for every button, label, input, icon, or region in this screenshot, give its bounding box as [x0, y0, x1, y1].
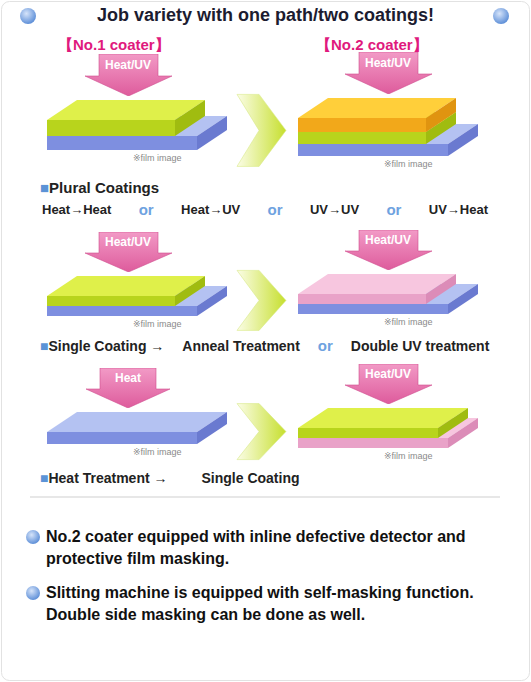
- title-dot: [493, 8, 509, 24]
- arrow-label: Heat/UV: [345, 52, 432, 74]
- heat-arrow: Heat: [86, 368, 170, 408]
- process-text: UV→Heat: [429, 200, 488, 220]
- layer-side: [175, 276, 205, 306]
- process-arrow: [237, 404, 286, 460]
- process-arrow: [237, 270, 286, 330]
- arrow-label: Heat/UV: [345, 230, 432, 251]
- film-slab: ※film image: [45, 410, 229, 458]
- heat-arrow: Heat/UV: [345, 230, 432, 270]
- arrow-label: Heat/UV: [85, 54, 172, 76]
- process-arrow: [237, 94, 286, 166]
- note-text: No.2 coater equipped with inline defecti…: [46, 526, 512, 570]
- film-layers: [296, 96, 480, 158]
- heat-arrow: Heat/UV: [85, 232, 172, 272]
- layer-front: [298, 438, 448, 448]
- layer-front: [298, 428, 438, 438]
- divider: [30, 497, 500, 498]
- film-note: ※film image: [45, 446, 229, 458]
- film-note: ※film image: [45, 152, 229, 164]
- layer-front: [47, 306, 197, 316]
- layer-side: [448, 284, 478, 314]
- title: Job variety with one path/two coatings!: [42, 5, 489, 25]
- arrow-label: Heat: [86, 368, 170, 389]
- arrow-body: [345, 364, 432, 404]
- arrow-body: [86, 368, 170, 408]
- layer-side: [197, 116, 227, 150]
- layer-front: [298, 144, 448, 156]
- process-text: Single Coating: [202, 468, 300, 488]
- heat-arrow: Heat/UV: [85, 54, 172, 96]
- film-layers: [296, 272, 480, 316]
- heat-arrow: Heat/UV: [345, 52, 432, 94]
- bullet-dot: [26, 586, 40, 600]
- film-layer: [47, 276, 205, 306]
- section-heading: ■Plural Coatings: [40, 178, 159, 198]
- film-layer: [298, 98, 456, 132]
- arrow-body: [345, 230, 432, 270]
- or-word: or: [386, 200, 401, 220]
- section-heading: ■Heat Treatment →: [40, 468, 168, 488]
- layer-side: [426, 98, 456, 132]
- arrow-body: [85, 232, 172, 272]
- film-slab: ※film image: [296, 406, 480, 462]
- film-layer: [47, 100, 205, 136]
- note-text: Slitting machine is equipped with self-m…: [46, 582, 512, 626]
- film-layer: [47, 412, 227, 444]
- bullet-group: [26, 530, 40, 600]
- film-note: ※film image: [296, 316, 480, 328]
- or-word: or: [139, 200, 154, 220]
- layer-front: [298, 294, 426, 304]
- process-text: Heat→UV: [181, 200, 240, 220]
- film-slab: ※film image: [45, 274, 229, 330]
- arrow-body: [85, 54, 172, 96]
- bullet-dot: [26, 530, 40, 544]
- layer-front: [298, 118, 426, 132]
- arrow-label: Heat/UV: [345, 364, 432, 385]
- film-layers: [45, 98, 229, 152]
- layer-front: [298, 304, 448, 314]
- heat-arrow: Heat/UV: [345, 364, 432, 404]
- film-slab: ※film image: [296, 272, 480, 328]
- layer-side: [448, 124, 478, 156]
- coater-heading: 【No.2 coater】: [316, 35, 428, 55]
- layer-side: [175, 100, 205, 136]
- coater-heading: 【No.1 coater】: [58, 35, 170, 55]
- film-note: ※film image: [296, 450, 480, 462]
- or-word: or: [318, 336, 333, 356]
- layer-side: [197, 286, 227, 316]
- layer-side: [438, 408, 468, 438]
- layer-top: [47, 412, 227, 432]
- film-layers: [45, 410, 229, 446]
- film-slab: ※film image: [296, 96, 480, 170]
- arrow-label: Heat/UV: [85, 232, 172, 253]
- layer-front: [298, 132, 426, 144]
- title-dot: [20, 8, 36, 24]
- film-layer: [298, 274, 456, 304]
- film-note: ※film image: [45, 318, 229, 330]
- or-word: or: [268, 200, 283, 220]
- layer-front: [47, 432, 197, 444]
- film-layer: [298, 408, 468, 438]
- section-heading: ■Single Coating →: [40, 336, 164, 356]
- layer-front: [47, 296, 175, 306]
- layer-side: [426, 274, 456, 304]
- film-layers: [296, 406, 480, 450]
- film-layers: [45, 274, 229, 318]
- process-text: UV→UV: [310, 200, 359, 220]
- process-text: Heat→Heat: [42, 200, 111, 220]
- film-slab: ※film image: [45, 98, 229, 164]
- film-note: ※film image: [296, 158, 480, 170]
- layer-front: [47, 136, 197, 150]
- layer-front: [47, 120, 175, 136]
- process-text: Anneal Treatment: [182, 336, 299, 356]
- arrow-body: [345, 52, 432, 94]
- process-text: Double UV treatment: [351, 336, 489, 356]
- film-layer: [47, 116, 227, 150]
- layer-side: [197, 412, 227, 444]
